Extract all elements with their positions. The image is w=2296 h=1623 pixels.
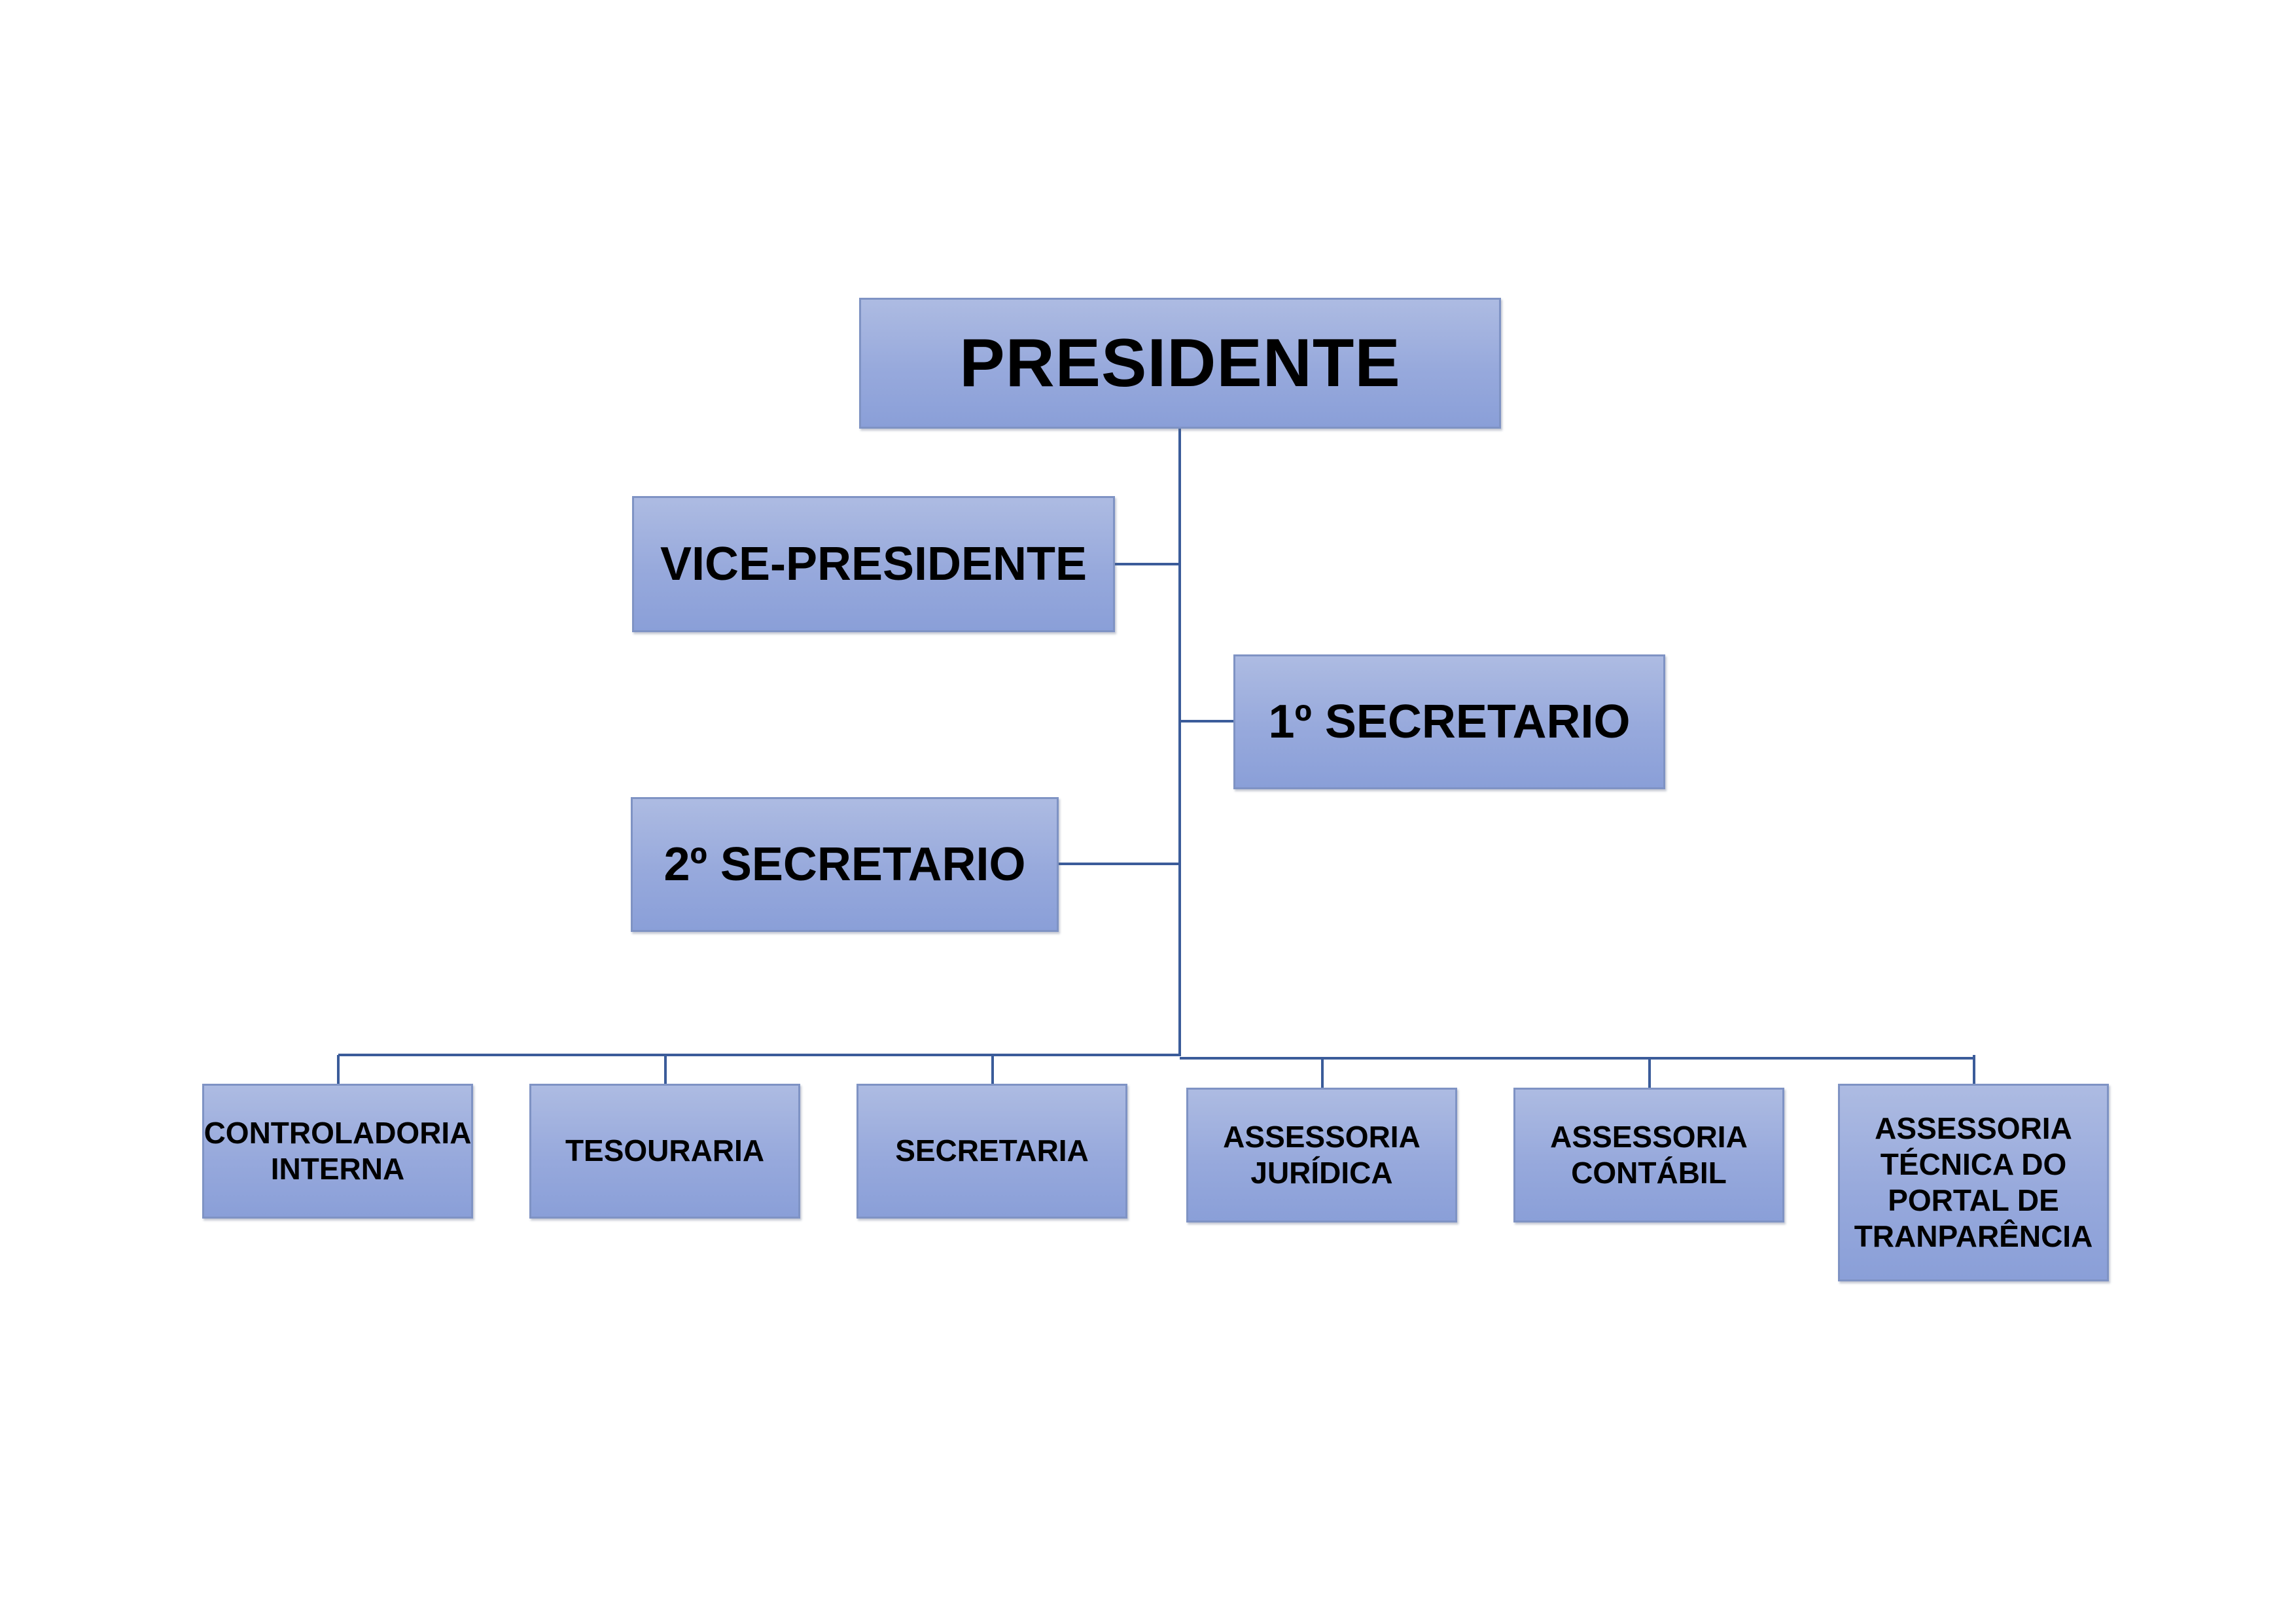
department-label: TESOURARIA — [565, 1133, 765, 1168]
second-secretary-label: 2º SECRETARIO — [663, 838, 1026, 891]
department-label: ASSESSORIA CONTÁBIL — [1550, 1119, 1748, 1190]
vice-president-label: VICE-PRESIDENTE — [660, 537, 1087, 590]
department-box-secretaria: SECRETARIA — [857, 1084, 1127, 1219]
department-label: CONTROLADORIA INTERNA — [203, 1115, 472, 1186]
department-label: ASSESSORIA JURÍDICA — [1223, 1119, 1421, 1190]
department-box-controladoria: CONTROLADORIA INTERNA — [202, 1084, 473, 1219]
first-secretary-label: 1º SECRETARIO — [1268, 695, 1631, 748]
president-label: PRESIDENTE — [959, 325, 1401, 401]
department-box-tesouraria: TESOURARIA — [529, 1084, 800, 1219]
department-label: SECRETARIA — [895, 1133, 1089, 1168]
department-label: ASSESSORIA TÉCNICA DO PORTAL DE TRANPARÊ… — [1854, 1111, 2093, 1254]
department-box-transparencia: ASSESSORIA TÉCNICA DO PORTAL DE TRANPARÊ… — [1838, 1084, 2109, 1281]
department-box-juridica: ASSESSORIA JURÍDICA — [1186, 1088, 1457, 1222]
president-box: PRESIDENTE — [859, 298, 1501, 429]
vice-president-box: VICE-PRESIDENTE — [632, 496, 1115, 632]
department-box-contabil: ASSESSORIA CONTÁBIL — [1513, 1088, 1784, 1222]
first-secretary-box: 1º SECRETARIO — [1233, 654, 1665, 789]
second-secretary-box: 2º SECRETARIO — [631, 797, 1059, 932]
